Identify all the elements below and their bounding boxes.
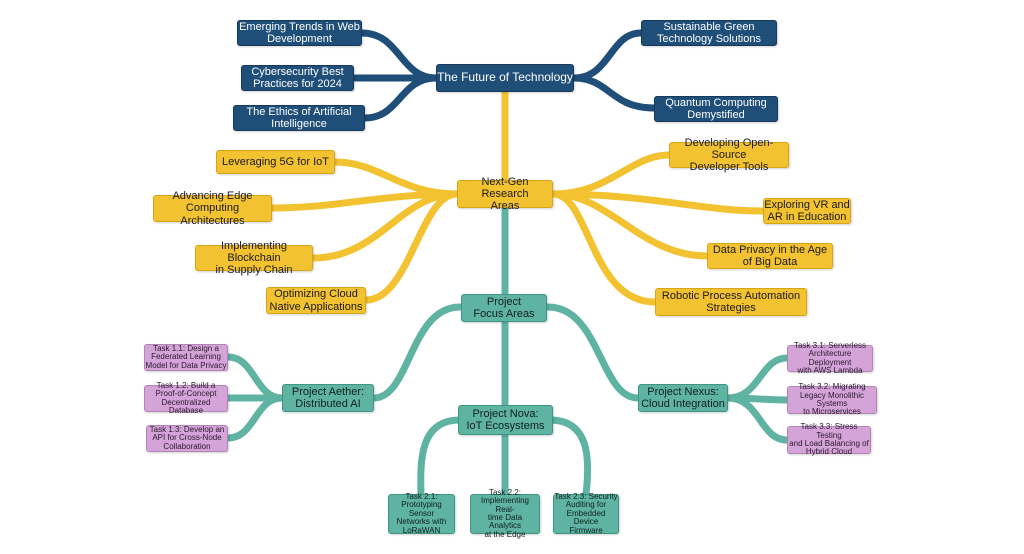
link-research-right-2 — [549, 190, 767, 215]
aether-task-1[interactable]: Task 1.1: Design a Federated Learning Mo… — [144, 343, 228, 371]
link-nexus-task-1 — [724, 354, 791, 402]
link-aether-task-3 — [224, 394, 286, 442]
project-nova-node[interactable]: Project Nova: IoT Ecosystems — [458, 405, 553, 435]
aether-task-2[interactable]: Task 1.2: Build a Proof-of-Concept Decen… — [144, 381, 228, 415]
research-vr-ar[interactable]: Exploring VR and AR in Education — [763, 198, 851, 224]
link-research-left-4 — [362, 190, 461, 304]
link-research-right-1 — [549, 151, 673, 198]
root-node[interactable]: The Future of Technology — [436, 64, 574, 92]
research-edge-computing[interactable]: Advancing Edge Computing Architectures — [153, 190, 272, 227]
link-research-left-2 — [268, 190, 461, 212]
link-focus-nexus — [544, 303, 642, 402]
link-aether-task-1 — [224, 353, 286, 402]
topic-quantum[interactable]: Quantum Computing Demystified — [654, 96, 778, 122]
nova-task-1[interactable]: Task 2.1: Prototyping Sensor Networks wi… — [388, 492, 455, 534]
topic-green-tech[interactable]: Sustainable Green Technology Solutions — [641, 20, 777, 46]
research-cloud-native[interactable]: Optimizing Cloud Native Applications — [266, 287, 366, 314]
nexus-task-2[interactable]: Task 3.2: Migrating Legacy Monolithic Sy… — [787, 383, 877, 416]
link-nova-task-3 — [546, 416, 592, 498]
aether-task-3[interactable]: Task 1.3: Develop an API for Cross-Node … — [146, 425, 228, 452]
focus-hub-node[interactable]: Project Focus Areas — [461, 294, 547, 322]
link-focus-aether — [370, 303, 464, 402]
link-root-left-1 — [358, 29, 440, 82]
research-blockchain[interactable]: Implementing Blockchain in Supply Chain — [195, 240, 313, 276]
topic-emerging-trends[interactable]: Emerging Trends in Web Development — [237, 20, 362, 46]
link-root-right-1 — [570, 29, 645, 82]
link-root-right-2 — [570, 74, 658, 112]
project-aether-node[interactable]: Project Aether: Distributed AI — [282, 384, 374, 412]
research-hub-node[interactable]: Next-Gen Research Areas — [457, 176, 553, 212]
link-root-left-3 — [361, 74, 440, 122]
nexus-task-1[interactable]: Task 3.1: Serverless Architecture Deploy… — [787, 341, 873, 375]
link-nexus-task-3 — [724, 394, 791, 444]
link-research-left-3 — [309, 190, 461, 262]
nova-task-3[interactable]: Task 2.3: Security Auditing for Embedded… — [553, 492, 619, 535]
nova-task-2[interactable]: Task 2.2: Implementing Real- time Data A… — [470, 488, 540, 538]
topic-cybersecurity[interactable]: Cybersecurity Best Practices for 2024 — [241, 65, 354, 91]
topic-ethics-ai[interactable]: The Ethics of Artificial Intelligence — [233, 105, 365, 131]
nexus-task-3[interactable]: Task 3.3: Stress Testing and Load Balanc… — [787, 423, 871, 456]
link-nova-task-1 — [417, 416, 464, 498]
link-research-right-4 — [549, 190, 659, 306]
link-research-left-1 — [331, 158, 461, 198]
project-nexus-node[interactable]: Project Nexus: Cloud Integration — [638, 384, 728, 412]
research-5g-iot[interactable]: Leveraging 5G for IoT — [216, 150, 335, 174]
research-data-privacy[interactable]: Data Privacy in the Age of Big Data — [707, 243, 833, 269]
link-research-right-3 — [549, 190, 711, 260]
research-rpa[interactable]: Robotic Process Automation Strategies — [655, 288, 807, 316]
research-open-source[interactable]: Developing Open-Source Developer Tools — [669, 137, 789, 173]
